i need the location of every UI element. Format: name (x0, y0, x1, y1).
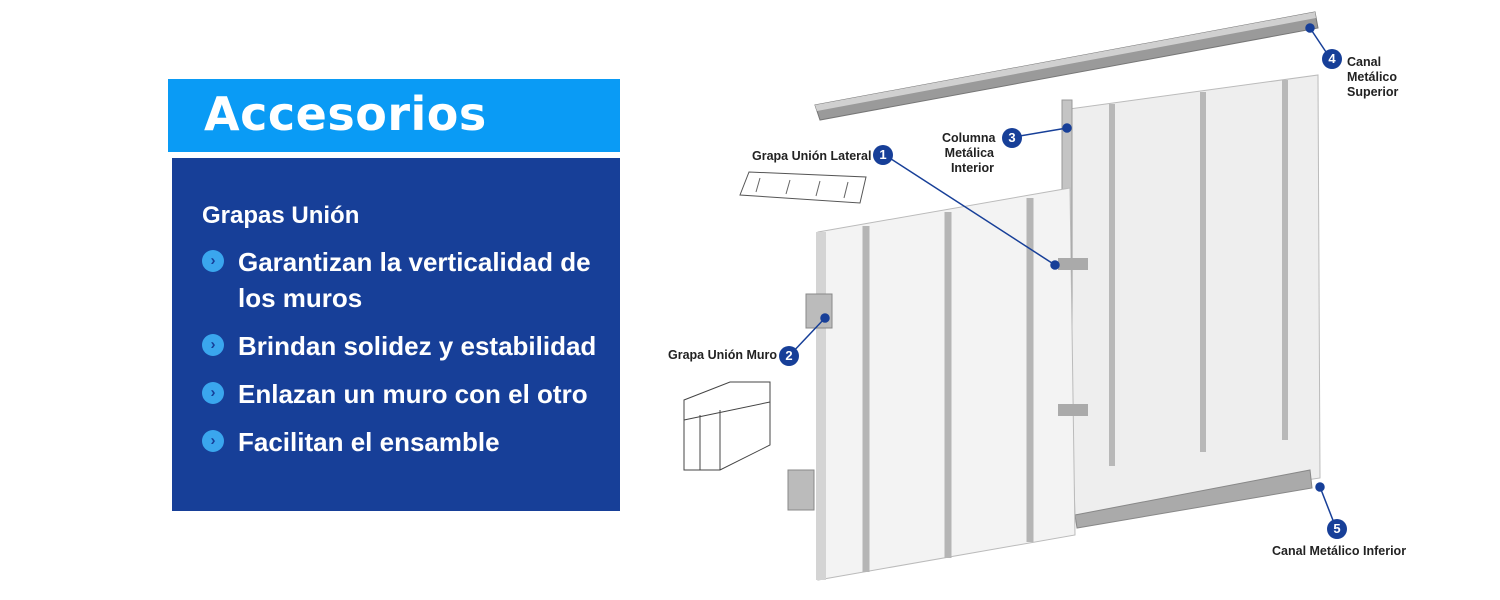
callout-label-4: Canal Metálico Superior (1347, 55, 1398, 100)
callout-number-4: 4 (1322, 49, 1342, 69)
feature-list: › Garantizan la verticalidad de los muros… (202, 244, 612, 472)
callout-label-1: Grapa Unión Lateral (752, 149, 872, 163)
chevron-right-circle-icon: › (202, 250, 224, 272)
list-item-text: Facilitan el ensamble (238, 427, 500, 457)
lateral-clip (1058, 258, 1088, 270)
chevron-right-circle-icon: › (202, 334, 224, 356)
list-item: › Garantizan la verticalidad de los muros (202, 244, 612, 316)
title-banner: Accesorios (168, 79, 620, 152)
list-item-text: Enlazan un muro con el otro (238, 379, 588, 409)
front-wall-studs (862, 198, 1034, 572)
back-wall (1061, 74, 1321, 516)
lateral-clip-detail (739, 171, 867, 204)
info-panel: Grapas Unión › Garantizan la verticalidad… (172, 158, 620, 511)
callout-label-3: Columna Metálica Interior (942, 131, 996, 176)
label-line: Metálica (944, 146, 994, 160)
list-item: › Enlazan un muro con el otro (202, 376, 612, 412)
label-line: Superior (1347, 85, 1399, 99)
panel-subtitle: Grapas Unión (202, 202, 360, 229)
bottom-channel (1074, 469, 1313, 529)
callout-number-2: 2 (779, 346, 799, 366)
chevron-right-circle-icon: › (202, 382, 224, 404)
callout-number-1: 1 (873, 145, 893, 165)
chevron-right-circle-icon: › (202, 430, 224, 452)
wall-clip (805, 293, 833, 329)
list-item-text: Garantizan la verticalidad de los muros (238, 247, 591, 313)
label-line: Columna (942, 131, 996, 145)
label-line: Metálico (1347, 70, 1398, 84)
list-item: › Facilitan el ensamble (202, 424, 612, 460)
label-line: Interior (950, 161, 994, 175)
callout-number-5: 5 (1327, 519, 1347, 539)
page-title: Accesorios (204, 87, 487, 141)
wall-clip (787, 469, 815, 511)
callout-label-5: Canal Metálico Inferior (1272, 544, 1407, 558)
callout-number-3: 3 (1002, 128, 1022, 148)
wall-clip-detail (683, 381, 771, 471)
callout-label-2: Grapa Unión Muro (668, 348, 778, 362)
back-wall-studs (1109, 80, 1288, 466)
label-line: Canal (1347, 55, 1382, 69)
lateral-clip (1058, 404, 1088, 416)
list-item: › Brindan solidez y estabilidad (202, 328, 612, 364)
list-item-text: Brindan solidez y estabilidad (238, 331, 597, 361)
